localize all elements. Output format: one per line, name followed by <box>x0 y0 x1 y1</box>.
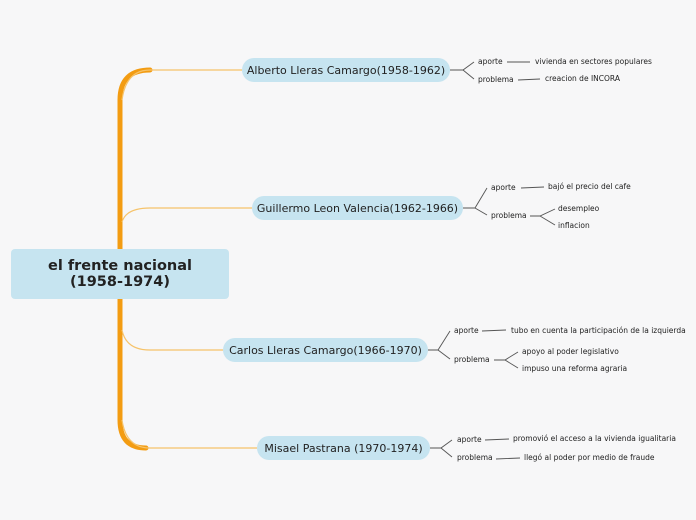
branch-1-aporte-label: aporte <box>478 57 503 66</box>
branch-2-problema-value-2: inflacion <box>558 221 590 230</box>
branch-connector-3 <box>121 329 223 351</box>
branch-4-aporte-value: promovió el acceso a la vivienda igualit… <box>513 434 676 443</box>
branch-3-aporte-value: tubo en cuenta la participación de la iz… <box>511 326 686 335</box>
branch-1-aporte-value: vivienda en sectores populares <box>535 57 652 66</box>
branch-4-problema-label: problema <box>457 453 493 462</box>
branch-2-problema-value-1: desempleo <box>558 204 600 213</box>
branch-connector-4 <box>121 419 257 449</box>
branch-4-aporte-label: aporte <box>457 435 482 444</box>
branch-2-aporte-value: bajó el precio del cafe <box>548 182 631 191</box>
branch-topic-1[interactable]: Alberto Lleras Camargo(1958-1962) <box>242 58 450 82</box>
root-topic[interactable]: el frente nacional (1958-1974) <box>11 249 229 299</box>
branch-1-problema-label: problema <box>478 75 514 84</box>
branch-2-subconnectors <box>463 186 556 226</box>
branch-topic-2[interactable]: Guillermo Leon Valencia(1962-1966) <box>252 196 463 220</box>
branch-3-problema-value-2: impuso una reforma agraria <box>522 364 628 373</box>
branch-3-problema-value-1: apoyo al poder legislativo <box>522 347 619 356</box>
branch-2-problema-label: problema <box>491 211 527 220</box>
branch-connector-2 <box>121 207 252 223</box>
branch-4-subconnectors <box>430 438 521 460</box>
branch-3-aporte-label: aporte <box>454 326 479 335</box>
branch-1-subconnectors <box>450 61 541 81</box>
branch-topic-3[interactable]: Carlos Lleras Camargo(1966-1970) <box>223 338 428 362</box>
branch-3-subconnectors <box>428 329 519 369</box>
branch-3-problema-label: problema <box>454 355 490 364</box>
branch-connector-1 <box>121 69 242 101</box>
branch-1-problema-value: creacion de INCORA <box>545 74 620 83</box>
branch-4-problema-value: llegó al poder por medio de fraude <box>524 453 655 462</box>
branch-2-aporte-label: aporte <box>491 183 516 192</box>
branch-topic-4[interactable]: Misael Pastrana (1970-1974) <box>257 436 430 460</box>
